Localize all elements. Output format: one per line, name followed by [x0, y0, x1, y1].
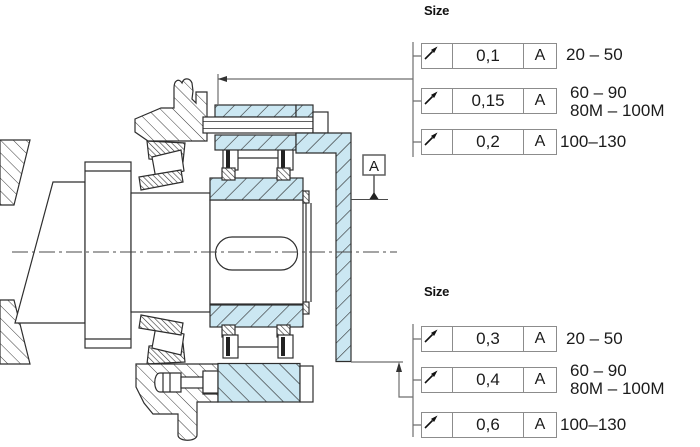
datum-feature-symbol: A: [351, 154, 388, 200]
size-range: 20 – 50: [566, 45, 623, 64]
bottom-leader: [398, 366, 413, 398]
housing-cover: [295, 132, 352, 363]
circular-runout-icon: [422, 44, 453, 68]
size-range: 20 – 50: [566, 329, 623, 348]
circular-runout-icon: [422, 130, 453, 154]
retainer-block-bottom: [217, 362, 301, 403]
datum-a-box: [362, 154, 386, 176]
size-label-bottom: Size: [424, 284, 450, 299]
top-leader-arrowhead: [218, 76, 227, 82]
circular-runout-icon: [422, 327, 453, 351]
mating-part-top: [0, 139, 31, 206]
cylindrical-roller-bearing-bottom: [221, 324, 294, 359]
size-range: 100–130: [560, 415, 627, 434]
tapered-roller-bearing-top: [138, 140, 186, 191]
feature-control-frame: 0,4 A: [421, 367, 557, 393]
size-label-top: Size: [424, 3, 450, 18]
housing-top-flange: [134, 78, 208, 142]
bearing-seat-top: [209, 177, 304, 201]
feature-control-frame: 0,15 A: [421, 88, 557, 114]
feature-control-frame: 0,1 A: [421, 43, 557, 69]
size-range: 60 – 90 80M – 100M: [570, 361, 665, 398]
datum-reference: A: [534, 371, 546, 388]
datum-a-label: A: [369, 158, 379, 175]
circular-runout-icon: [422, 89, 453, 113]
tolerance-value: 0,1: [453, 44, 524, 68]
tolerance-value: 0,2: [453, 130, 524, 154]
cylindrical-roller-bearing-top: [221, 146, 294, 181]
tolerance-value: 0,6: [453, 413, 524, 437]
circular-runout-icon: [422, 368, 453, 392]
feature-control-frame: 0,6 A: [421, 412, 557, 438]
bottom-bolt: [154, 370, 219, 394]
top-clamp-assembly: [202, 104, 329, 151]
datum-reference: A: [534, 92, 546, 109]
datum-reference: A: [534, 330, 546, 347]
tapered-roller-bearing-bottom: [138, 314, 186, 365]
size-range: 60 – 90 80M – 100M: [570, 83, 665, 120]
feature-control-frame: 0,3 A: [421, 326, 557, 352]
tolerance-value: 0,15: [453, 89, 524, 113]
datum-reference: A: [534, 47, 546, 64]
datum-reference: A: [534, 133, 546, 150]
mating-part-bottom: [0, 299, 31, 365]
bottom-leader-arrowhead: [396, 362, 402, 372]
datum-triangle: [369, 192, 379, 199]
feature-control-frame: 0,2 A: [421, 129, 557, 155]
leader-lines: [217, 42, 421, 437]
shaft-collar: [84, 161, 132, 349]
tolerance-value: 0,3: [453, 327, 524, 351]
bearing-seat-bottom: [209, 304, 304, 328]
datum-reference: A: [534, 416, 546, 433]
circular-runout-icon: [422, 413, 453, 437]
hub-slot: [214, 236, 299, 271]
tolerance-value: 0,4: [453, 368, 524, 392]
size-range: 100–130: [560, 132, 627, 151]
